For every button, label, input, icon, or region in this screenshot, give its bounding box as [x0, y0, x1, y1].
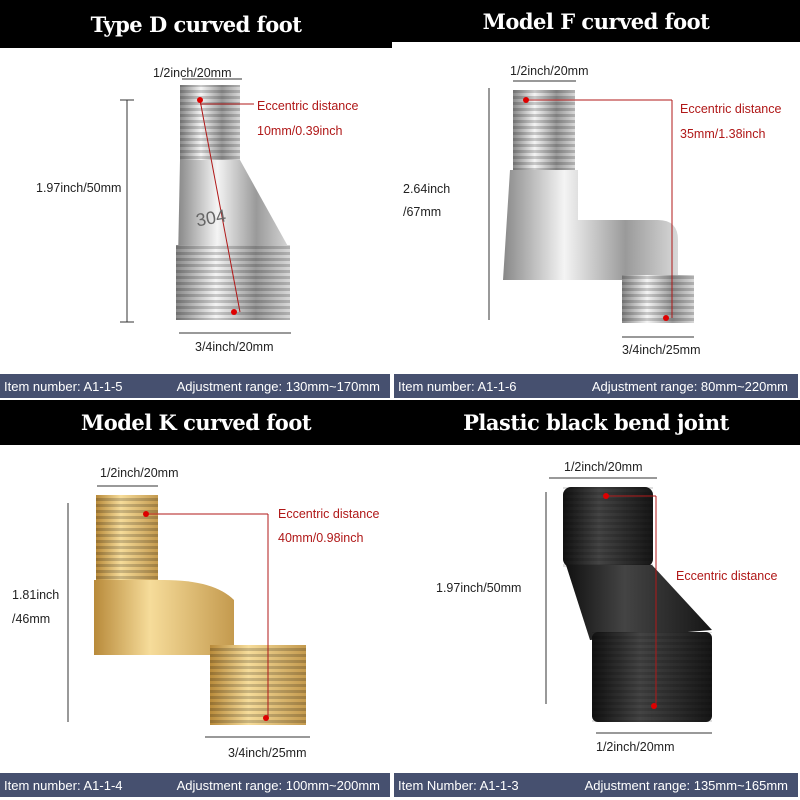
- item-number: Item number: A1-1-6: [398, 378, 517, 394]
- eccentric-label: Eccentric distance: [680, 102, 782, 116]
- info-bar-plastic-black: Item Number: A1-1-3 Adjustment range: 135…: [394, 773, 798, 797]
- height-dimension-mm: /67mm: [403, 205, 442, 219]
- height-dimension-inch: 2.64inch: [403, 182, 451, 196]
- panel-title-plastic-black: Plastic black bend joint: [463, 410, 729, 435]
- adjustment-range: Adjustment range: 100mm~200mm: [176, 777, 380, 793]
- item-number: Item Number: A1-1-3: [398, 777, 519, 793]
- item-number: Item number: A1-1-5: [4, 378, 123, 394]
- model-f-fitting-image: [488, 80, 694, 338]
- eccentric-label: Eccentric distance: [278, 507, 380, 521]
- top-dimension: 1/2inch/20mm: [153, 66, 232, 80]
- panel-title-model-k: Model K curved foot: [80, 410, 312, 435]
- type-d-fitting-image: [120, 78, 291, 334]
- eccentric-value: 35mm/1.38inch: [680, 127, 766, 141]
- bottom-dimension: 3/4inch/25mm: [622, 343, 701, 357]
- panel-title-type-d: Type D curved foot: [0, 0, 392, 48]
- top-dimension: 1/2inch/20mm: [100, 466, 179, 480]
- item-number: Item number: A1-1-4: [4, 777, 123, 793]
- height-dimension-inch: 1.81inch: [12, 588, 60, 602]
- bottom-dimension: 3/4inch/20mm: [195, 340, 274, 354]
- bottom-dimension: 1/2inch/20mm: [596, 740, 675, 754]
- adjustment-range: Adjustment range: 135mm~165mm: [584, 777, 788, 793]
- height-dimension: 1.97inch/50mm: [436, 581, 522, 595]
- height-dimension-mm: /46mm: [12, 612, 51, 626]
- eccentric-label: Eccentric distance: [257, 99, 359, 113]
- info-bar-type-d: Item number: A1-1-5 Adjustment range: 130…: [0, 374, 390, 398]
- plastic-black-fitting-image: [545, 477, 712, 734]
- eccentric-label: Eccentric distance: [676, 569, 778, 583]
- model-k-fitting-image: [67, 485, 310, 738]
- eccentric-value: 40mm/0.98inch: [278, 531, 364, 545]
- top-dimension: 1/2inch/20mm: [564, 460, 643, 474]
- top-dimension: 1/2inch/20mm: [510, 64, 589, 78]
- info-bar-model-f: Item number: A1-1-6 Adjustment range: 80m…: [394, 374, 798, 398]
- eccentric-value: 10mm/0.39inch: [257, 124, 343, 138]
- adjustment-range: Adjustment range: 80mm~220mm: [591, 378, 788, 394]
- adjustment-range: Adjustment range: 130mm~170mm: [176, 378, 380, 394]
- row2-title-bar: [0, 400, 800, 445]
- bottom-dimension: 3/4inch/25mm: [228, 746, 307, 760]
- info-bar-model-k: Item number: A1-1-4 Adjustment range: 100…: [0, 773, 390, 797]
- panel-title-model-f: Model F curved foot: [392, 0, 800, 42]
- height-dimension: 1.97inch/50mm: [36, 181, 122, 195]
